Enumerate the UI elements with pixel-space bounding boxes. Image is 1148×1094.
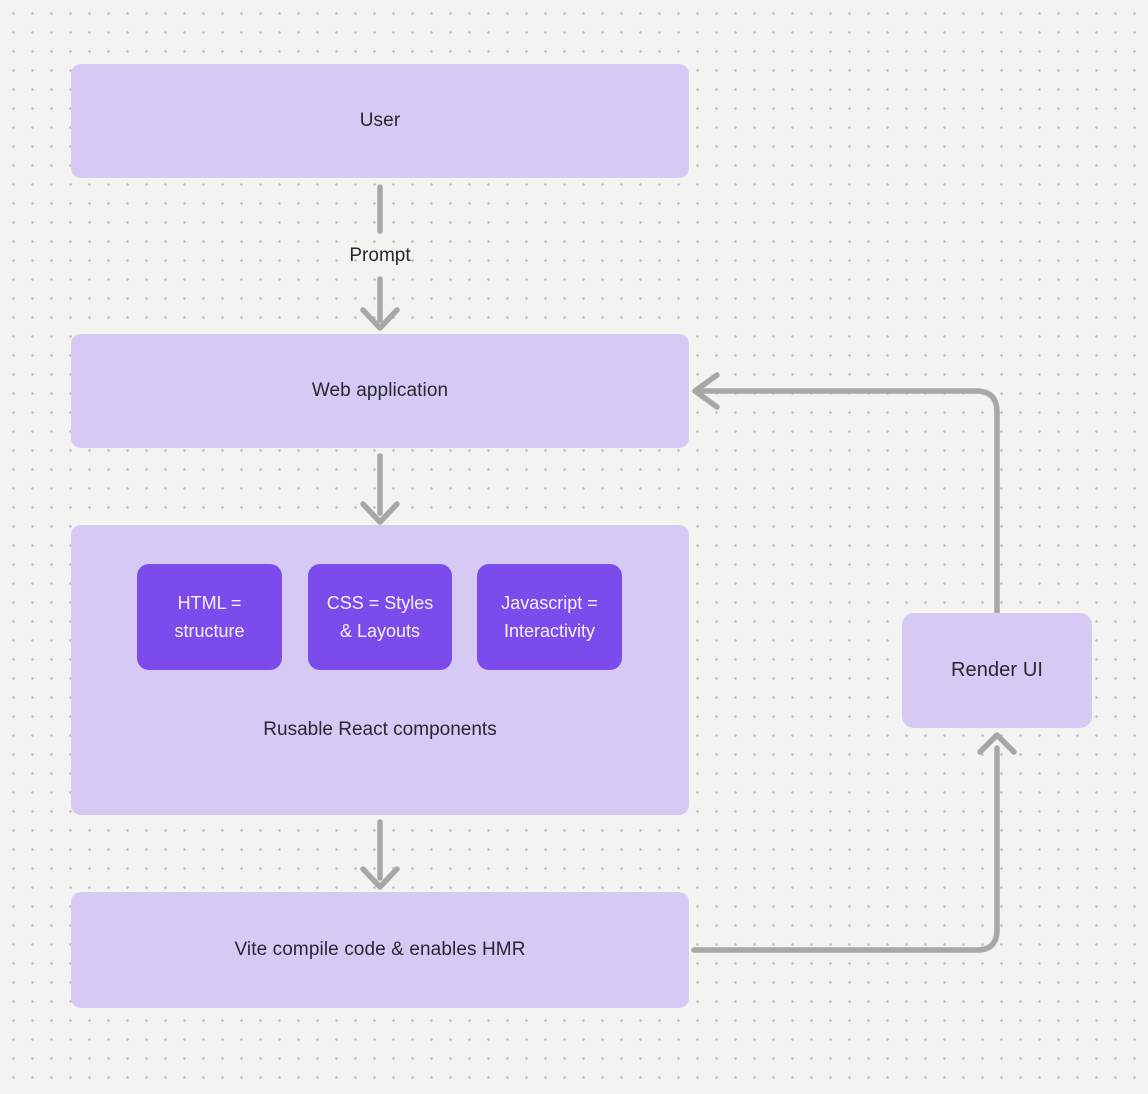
node-javascript-label-line2: Interactivity [503,621,596,641]
node-html-label-line2: structure [174,621,245,641]
node-components-group[interactable]: HTML = structure CSS = Styles & Layouts … [71,525,689,815]
node-web-application[interactable]: Web application [71,334,689,448]
node-web-application-label: Web application [311,380,449,401]
node-css-label-line1: CSS = Styles [326,593,434,613]
edge-label-prompt: Prompt [349,245,411,266]
node-vite-label: Vite compile code & enables HMR [234,939,526,960]
arrow-render-ui-to-web-application [692,372,1000,616]
arrow-web-application-to-components [360,453,400,525]
node-user[interactable]: User [71,64,689,178]
arrow-components-to-vite [360,819,400,890]
node-html[interactable]: HTML = structure [137,564,282,670]
node-javascript[interactable]: Javascript = Interactivity [477,564,622,670]
node-render-ui[interactable]: Render UI [902,613,1092,728]
node-css[interactable]: CSS = Styles & Layouts [308,564,452,670]
node-javascript-label-line1: Javascript = [501,593,598,613]
arrow-vite-to-render-ui [691,732,1017,953]
node-user-label: User [359,110,401,131]
node-render-ui-label: Render UI [950,659,1044,681]
node-css-label-line2: & Layouts [339,621,421,641]
node-vite[interactable]: Vite compile code & enables HMR [71,892,689,1008]
components-group-caption: Rusable React components [263,719,497,740]
node-html-label-line1: HTML = [177,593,242,613]
